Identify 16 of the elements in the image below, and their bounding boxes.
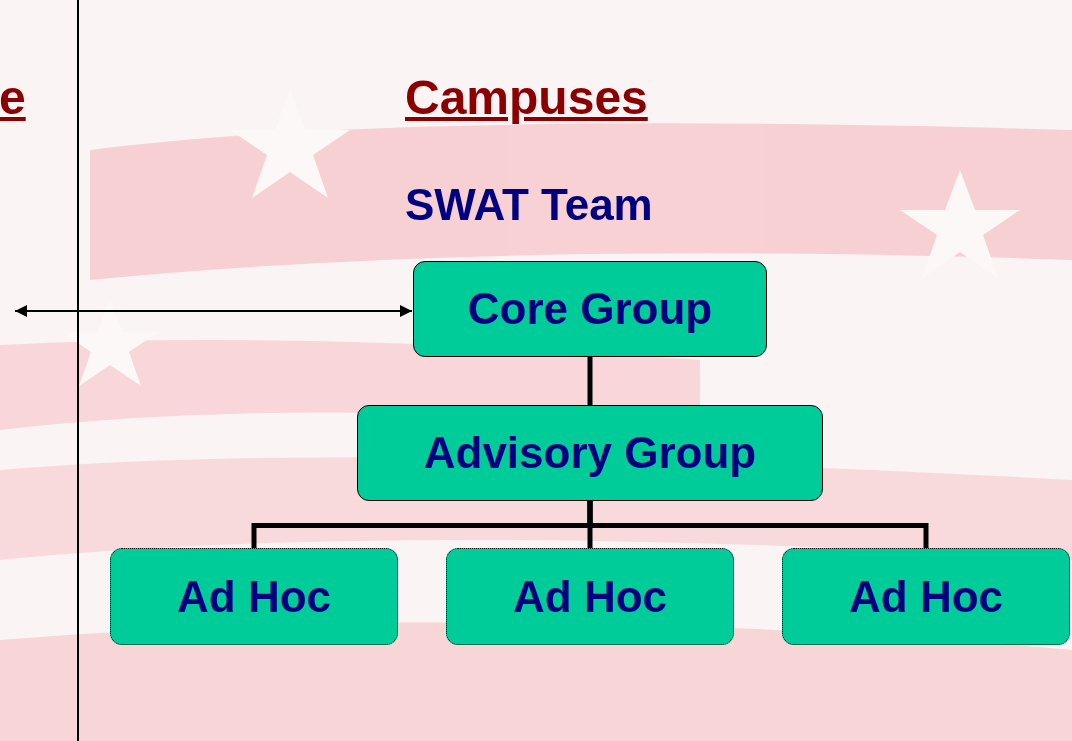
heading-text: e [0,70,26,125]
group-box [413,261,767,357]
box-text: Core Group [467,284,713,334]
box-text: Advisory Group [423,428,757,478]
group-box [357,405,823,501]
group-box [782,548,1070,645]
connector-line [587,501,929,548]
box-text: Ad Hoc [849,571,1003,622]
double-arrow [14,305,413,317]
heading-text: Campuses [405,70,648,125]
group-box [446,548,734,645]
group-box [110,548,398,645]
box-text: Ad Hoc [513,571,667,622]
connector-line [587,357,593,405]
subheading-text: SWAT Team [405,180,653,230]
box-text: Ad Hoc [177,571,331,622]
